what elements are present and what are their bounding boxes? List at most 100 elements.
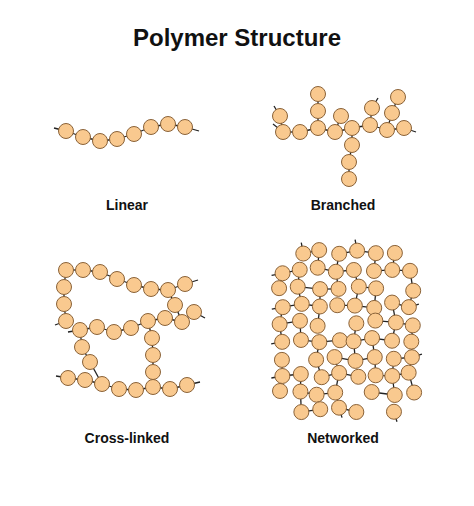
structure-label: Networked — [307, 430, 379, 446]
monomer-bead — [57, 280, 72, 295]
monomer-bead — [332, 333, 347, 348]
monomer-bead — [310, 318, 325, 333]
monomer-bead — [127, 127, 142, 142]
monomer-bead — [95, 377, 110, 392]
monomer-bead — [310, 260, 325, 275]
monomer-bead — [351, 369, 366, 384]
monomer-bead — [76, 263, 91, 278]
structure-label: Branched — [311, 197, 376, 213]
monomer-bead — [349, 316, 364, 331]
monomer-bead — [385, 333, 400, 348]
monomer-bead — [328, 125, 343, 140]
monomer-bead — [83, 355, 98, 370]
monomer-bead — [332, 246, 347, 261]
monomer-bead — [309, 352, 324, 367]
monomer-bead — [368, 313, 383, 328]
monomer-bead — [401, 365, 416, 380]
monomer-bead — [385, 106, 400, 121]
monomer-bead — [272, 317, 287, 332]
monomer-bead — [294, 405, 309, 420]
monomer-bead — [345, 121, 360, 136]
monomer-bead — [363, 118, 378, 133]
monomer-bead — [293, 125, 308, 140]
monomer-bead — [387, 245, 402, 260]
monomer-bead — [141, 314, 156, 329]
monomer-bead — [346, 262, 361, 277]
monomer-bead — [397, 121, 412, 136]
monomer-bead — [144, 120, 159, 135]
monomer-bead — [76, 130, 91, 145]
monomer-bead — [332, 400, 347, 415]
monomer-bead — [405, 318, 420, 333]
monomer-bead — [364, 385, 379, 400]
monomer-bead — [342, 155, 357, 170]
monomer-bead — [334, 109, 349, 124]
monomer-bead — [367, 350, 382, 365]
monomer-bead — [178, 120, 193, 135]
monomer-bead — [347, 298, 362, 313]
monomer-bead — [292, 313, 307, 328]
bonds — [54, 94, 422, 422]
monomer-bead — [312, 243, 327, 258]
monomer-bead — [292, 262, 307, 277]
monomer-bead — [388, 315, 403, 330]
monomer-bead — [61, 371, 76, 386]
monomer-bead — [110, 272, 125, 287]
monomer-bead — [366, 263, 381, 278]
monomer-bead — [168, 298, 183, 313]
monomer-bead — [90, 320, 105, 335]
monomer-bead — [309, 387, 324, 402]
monomers — [57, 87, 422, 420]
monomer-bead — [124, 321, 139, 336]
monomer-bead — [275, 368, 290, 383]
monomer-bead — [345, 138, 360, 153]
monomer-bead — [275, 334, 290, 349]
monomer-bead — [93, 134, 108, 149]
monomer-bead — [348, 353, 363, 368]
monomer-bead — [313, 402, 328, 417]
monomer-bead — [107, 325, 122, 340]
monomer-bead — [404, 334, 419, 349]
monomer-bead — [312, 299, 327, 314]
monomer-bead — [385, 295, 400, 310]
monomer-bead — [365, 101, 380, 116]
monomer-bead — [386, 351, 401, 366]
monomer-bead — [294, 296, 309, 311]
monomer-bead — [351, 279, 366, 294]
monomer-bead — [129, 383, 144, 398]
monomer-bead — [178, 277, 193, 292]
monomer-bead — [272, 281, 287, 296]
monomer-bead — [290, 279, 305, 294]
monomer-bead — [273, 383, 288, 398]
monomer-bead — [313, 282, 328, 297]
monomer-bead — [78, 373, 93, 388]
monomer-bead — [407, 385, 422, 400]
monomer-bead — [146, 348, 161, 363]
monomer-bead — [161, 117, 176, 132]
monomer-bead — [346, 334, 361, 349]
monomer-bead — [385, 262, 400, 277]
monomer-bead — [380, 123, 395, 138]
monomer-bead — [368, 246, 383, 261]
monomer-bead — [273, 109, 288, 124]
monomer-bead — [311, 121, 326, 136]
monomer-bead — [175, 315, 190, 330]
monomer-bead — [369, 281, 384, 296]
monomer-bead — [59, 124, 74, 139]
monomer-bead — [404, 350, 419, 365]
monomer-bead — [327, 350, 342, 365]
structure-label: Cross-linked — [85, 430, 170, 446]
monomer-bead — [293, 332, 308, 347]
monomer-bead — [180, 378, 195, 393]
monomer-bead — [110, 132, 125, 147]
monomer-bead — [403, 263, 418, 278]
monomer-bead — [275, 266, 290, 281]
monomer-bead — [187, 305, 202, 320]
monomer-bead — [365, 331, 380, 346]
monomer-bead — [112, 382, 127, 397]
monomer-bead — [161, 283, 176, 298]
monomer-bead — [127, 278, 142, 293]
monomer-bead — [163, 382, 178, 397]
monomer-bead — [146, 365, 161, 380]
